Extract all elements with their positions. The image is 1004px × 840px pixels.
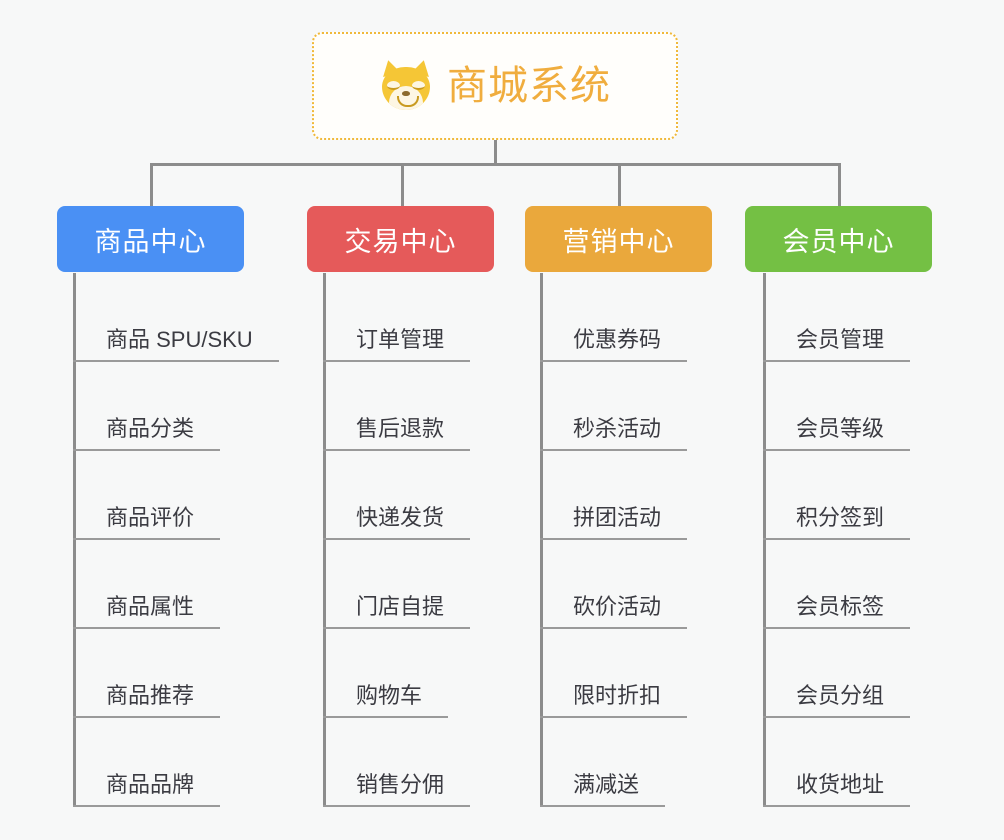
leaf-label: 秒杀活动 bbox=[540, 416, 688, 451]
leaf-item[interactable]: 砍价活动 bbox=[540, 540, 688, 629]
leaf-label: 商品品牌 bbox=[73, 772, 221, 807]
leaf-item[interactable]: 会员等级 bbox=[763, 362, 911, 451]
leaf-label: 会员标签 bbox=[763, 594, 911, 629]
leaf-label: 会员分组 bbox=[763, 683, 911, 718]
leaf-label: 快递发货 bbox=[323, 505, 471, 540]
leaf-item[interactable]: 售后退款 bbox=[323, 362, 471, 451]
leaf-item[interactable]: 限时折扣 bbox=[540, 629, 688, 718]
leaf-item[interactable]: 收货地址 bbox=[763, 718, 911, 807]
branch-box-1[interactable]: 商品中心 bbox=[57, 206, 244, 272]
branch-label: 营销中心 bbox=[562, 226, 675, 257]
leaf-label: 会员等级 bbox=[763, 416, 911, 451]
root-title: 商城系统 bbox=[447, 64, 611, 108]
leaf-item[interactable]: 拼团活动 bbox=[540, 451, 688, 540]
leaf-label: 商品分类 bbox=[73, 416, 221, 451]
leaf-item[interactable]: 商品属性 bbox=[73, 540, 279, 629]
leaf-label: 订单管理 bbox=[323, 327, 471, 362]
branch-label: 会员中心 bbox=[782, 226, 895, 257]
leaf-item[interactable]: 门店自提 bbox=[323, 540, 471, 629]
leaf-column-2: 订单管理售后退款快递发货门店自提购物车销售分佣 bbox=[323, 273, 471, 807]
branch-box-3[interactable]: 营销中心 bbox=[525, 206, 712, 272]
leaf-item[interactable]: 秒杀活动 bbox=[540, 362, 688, 451]
leaf-label: 满减送 bbox=[540, 772, 666, 807]
leaf-label: 收货地址 bbox=[763, 772, 911, 807]
leaf-item[interactable]: 会员分组 bbox=[763, 629, 911, 718]
root-node[interactable]: 商城系统 bbox=[312, 32, 678, 140]
leaf-item[interactable]: 商品评价 bbox=[73, 451, 279, 540]
branch-label: 商品中心 bbox=[94, 226, 207, 257]
leaf-column-3: 优惠券码秒杀活动拼团活动砍价活动限时折扣满减送 bbox=[540, 273, 688, 807]
branch-drop-line-2 bbox=[401, 163, 404, 206]
leaf-item[interactable]: 商品 SPU/SKU bbox=[73, 273, 279, 362]
leaf-item[interactable]: 会员管理 bbox=[763, 273, 911, 362]
leaf-column-4: 会员管理会员等级积分签到会员标签会员分组收货地址 bbox=[763, 273, 911, 807]
leaf-spine bbox=[763, 273, 766, 807]
leaf-item[interactable]: 商品分类 bbox=[73, 362, 279, 451]
leaf-item[interactable]: 会员标签 bbox=[763, 540, 911, 629]
horizontal-bus-line bbox=[150, 163, 841, 166]
leaf-item[interactable]: 商品品牌 bbox=[73, 718, 279, 807]
leaf-label: 商品推荐 bbox=[73, 683, 221, 718]
leaf-item[interactable]: 满减送 bbox=[540, 718, 687, 807]
leaf-label: 商品评价 bbox=[73, 505, 221, 540]
leaf-item[interactable]: 快递发货 bbox=[323, 451, 471, 540]
leaf-item[interactable]: 积分签到 bbox=[763, 451, 911, 540]
leaf-item[interactable]: 销售分佣 bbox=[323, 718, 471, 807]
branch-box-4[interactable]: 会员中心 bbox=[745, 206, 932, 272]
leaf-spine bbox=[540, 273, 543, 807]
leaf-label: 商品属性 bbox=[73, 594, 221, 629]
leaf-label: 积分签到 bbox=[763, 505, 911, 540]
leaf-spine bbox=[323, 273, 326, 807]
leaf-spine bbox=[73, 273, 76, 807]
leaf-item[interactable]: 优惠券码 bbox=[540, 273, 688, 362]
branch-drop-line-1 bbox=[150, 163, 153, 206]
branch-drop-line-3 bbox=[618, 163, 621, 206]
leaf-label: 砍价活动 bbox=[540, 594, 688, 629]
leaf-label: 优惠券码 bbox=[540, 327, 688, 362]
leaf-label: 限时折扣 bbox=[540, 683, 688, 718]
leaf-column-1: 商品 SPU/SKU 商品分类商品评价商品属性商品推荐商品品牌 bbox=[73, 273, 279, 807]
shiba-dog-face-icon bbox=[379, 58, 433, 112]
leaf-item[interactable]: 商品推荐 bbox=[73, 629, 279, 718]
leaf-label: 商品 SPU/SKU bbox=[73, 327, 279, 362]
leaf-label: 销售分佣 bbox=[323, 772, 471, 807]
leaf-label: 购物车 bbox=[323, 683, 449, 718]
leaf-label: 售后退款 bbox=[323, 416, 471, 451]
leaf-label: 门店自提 bbox=[323, 594, 471, 629]
leaf-label: 会员管理 bbox=[763, 327, 911, 362]
branch-box-2[interactable]: 交易中心 bbox=[307, 206, 494, 272]
leaf-item[interactable]: 订单管理 bbox=[323, 273, 471, 362]
branch-drop-line-4 bbox=[838, 163, 841, 206]
branch-label: 交易中心 bbox=[344, 226, 457, 257]
leaf-label: 拼团活动 bbox=[540, 505, 688, 540]
root-stem-line bbox=[494, 140, 497, 166]
leaf-item[interactable]: 购物车 bbox=[323, 629, 470, 718]
